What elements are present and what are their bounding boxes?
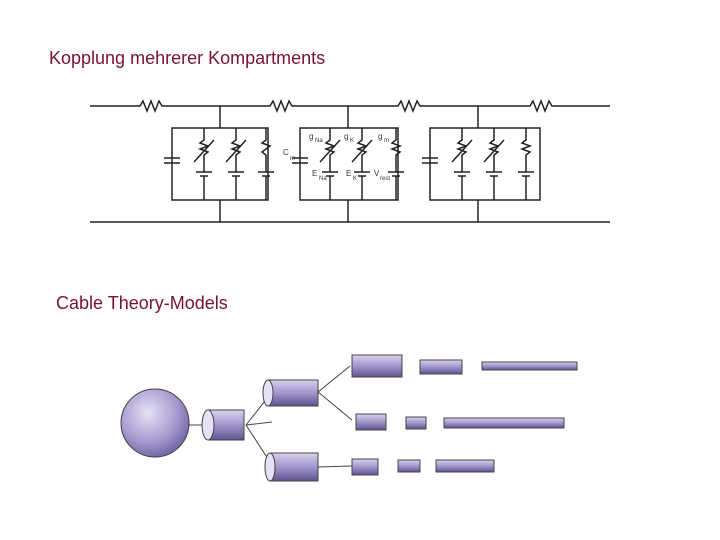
compartment-1: [164, 127, 274, 201]
cable-model: [120, 354, 578, 482]
label-g-k-sub: K: [350, 138, 354, 144]
label-e-k-sub: K: [353, 176, 357, 182]
label-g-na-sub: Na: [315, 138, 323, 144]
compartment-coupling-title: Kopplung mehrerer Kompartments: [49, 48, 326, 68]
branch-middle: [355, 413, 565, 431]
label-g-k: g: [344, 132, 348, 141]
label-c-m: C: [283, 148, 289, 157]
proximal-compartment: [201, 409, 245, 441]
compartment-circuit: [90, 98, 610, 223]
cable-theory-title: Cable Theory-Models: [56, 293, 228, 313]
label-c-m-sub: m: [290, 156, 295, 162]
branch-upper: [262, 354, 578, 407]
compartment-3: [422, 127, 541, 201]
circuit-labels: g Na g K g m C m E Na E K V rest: [283, 132, 390, 182]
label-g-m-sub: m: [384, 138, 389, 144]
soma: [120, 388, 190, 458]
branch-lower: [264, 452, 495, 482]
branch-lines: [188, 365, 353, 468]
label-e-na: E: [312, 169, 317, 178]
label-v-rest: V: [374, 169, 380, 178]
label-g-na: g: [309, 132, 313, 141]
label-g-m: g: [378, 132, 382, 141]
label-e-na-sub: Na: [319, 176, 327, 182]
label-e-k: E: [346, 169, 351, 178]
label-v-rest-sub: rest: [380, 176, 390, 182]
compartment-2: [292, 127, 404, 201]
axial-wire-top: [90, 98, 610, 114]
